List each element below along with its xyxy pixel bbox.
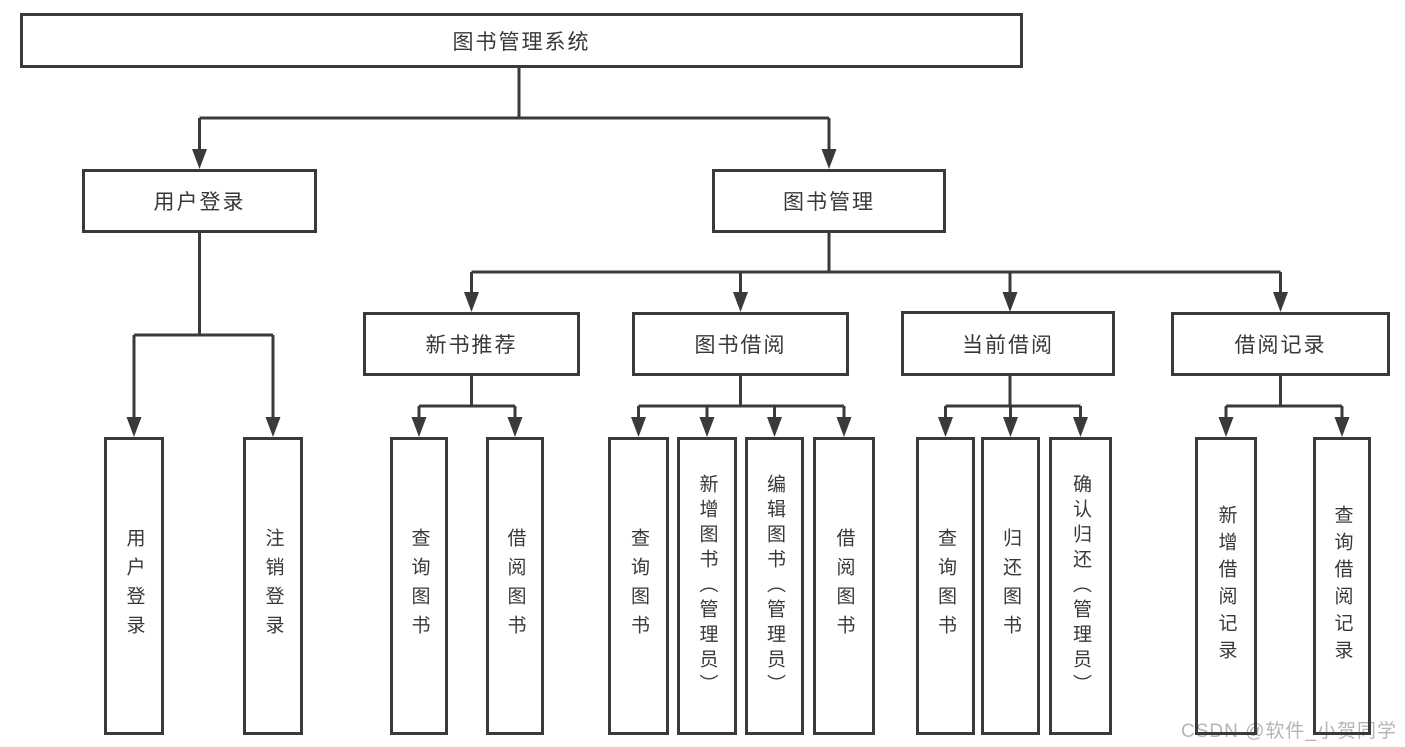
connector-records-to-leaves <box>1224 376 1344 419</box>
leaf-records-query-record: 查询借阅记录 <box>1313 437 1371 735</box>
leaf-logout: 注销登录 <box>243 437 303 735</box>
node-user-login: 用户登录 <box>82 169 317 233</box>
arrowheads <box>126 149 1350 437</box>
leaf-current-return-books: 归还图书 <box>981 437 1040 735</box>
connector-newrec-to-leaves <box>417 376 517 419</box>
connector-userlogin-to-leaves <box>132 233 275 419</box>
connector-currentborrow-to-leaves <box>944 376 1082 419</box>
csdn-watermark: CSDN @软件_小贺同学 <box>1181 721 1397 742</box>
leaf-borrow-add-books-admin: 新增图书（管理员） <box>677 437 737 735</box>
leaf-newrec-borrow-books: 借阅图书 <box>486 437 544 735</box>
leaf-records-add-record: 新增借阅记录 <box>1195 437 1257 735</box>
node-root-library-system: 图书管理系统 <box>20 13 1023 68</box>
leaf-newrec-query-books: 查询图书 <box>390 437 448 735</box>
connector-bookmgmt-to-level3 <box>470 233 1282 294</box>
leaf-borrow-query-books: 查询图书 <box>608 437 669 735</box>
leaf-user-login: 用户登录 <box>104 437 164 735</box>
connector-root-to-level2 <box>198 68 831 151</box>
node-book-borrow: 图书借阅 <box>632 312 849 376</box>
node-book-management: 图书管理 <box>712 169 946 233</box>
node-current-borrow: 当前借阅 <box>901 311 1115 376</box>
connector-bookborrow-to-leaves <box>637 376 846 419</box>
node-borrow-records: 借阅记录 <box>1171 312 1390 376</box>
leaf-borrow-borrow-books: 借阅图书 <box>813 437 875 735</box>
leaf-current-query-books: 查询图书 <box>916 437 975 735</box>
leaf-current-confirm-return-admin: 确认归还（管理员） <box>1049 437 1112 735</box>
leaf-borrow-edit-books-admin: 编辑图书（管理员） <box>745 437 804 735</box>
node-new-book-recommend: 新书推荐 <box>363 312 580 376</box>
